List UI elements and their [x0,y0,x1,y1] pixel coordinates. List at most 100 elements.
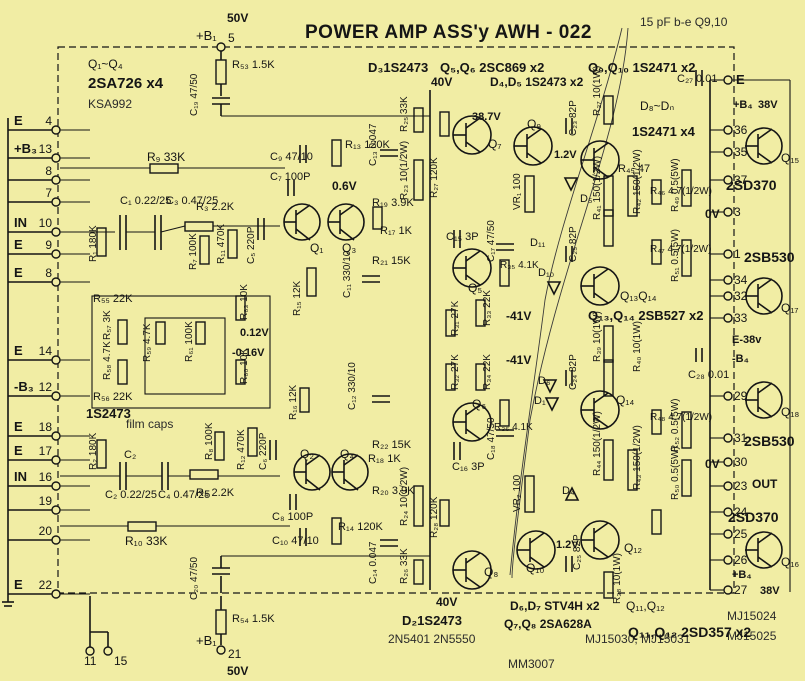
resistor-r44 [603,439,614,481]
resistor-r46 [651,179,662,205]
label-r33: R₃₃ 22K [482,290,493,326]
label-vr1: VR₁ 100 [512,173,523,210]
left-pin-number: 17 [39,444,53,458]
terminal-left-7 [51,197,61,207]
label-r40: R₄₀ 10(1W) [632,321,643,372]
terminal-right-31 [723,433,733,443]
label-c4: C₄ 0.47/25 [158,489,210,501]
page-title: POWER AMP ASS'y AWH - 022 [305,22,592,43]
right-pin-number: 31 [734,431,748,445]
label-c18: C₁₈ 47/50 [486,417,497,460]
label-r9: R₉ 33K [147,150,185,164]
resistor-r59 [155,321,166,345]
left-pin-number: 4 [45,114,52,128]
label-c6: C₆ 220P [258,432,269,470]
label-sb527: Q₁₃,Q₁₄ 2SB527 x2 [588,308,703,323]
label-b4-pos: +B₄ [733,99,753,111]
resistor-r37 [603,95,614,125]
label-q1q4: Q₁~Q₄ [88,57,123,71]
label-r12: R₁₂ 470K [236,429,247,470]
label-r18: R₁₈ 1K [368,453,401,465]
label-r60: R₆₀ 10K [239,348,250,384]
left-pin-number: 18 [39,420,53,434]
rail-b1-top-pin: 5 [228,31,235,45]
label-r7: R₇ 100K [188,233,199,270]
resistor-r42 [627,175,638,217]
mm3007-note: MM3007 [508,657,555,671]
label-r43: R₄₃ 150(1/2W) [632,425,643,490]
label-q5q6: Q₅,Q₆ 2SC869 x2 [440,60,544,75]
label-r11: R₁₁ 470K [216,224,227,264]
label-r3: R₃ 2.2K [196,201,235,213]
resistor-r48 [651,409,662,435]
diode-d1 [544,397,560,412]
label-r28: R₂₈ 120K [429,496,440,538]
terminal-left-17 [51,455,61,465]
terminal-right-29 [723,391,733,401]
label-r27: R₂₇ 120K [429,157,440,198]
resistor-r51 [681,239,692,277]
cap-note: 15 pF b-e Q9,10 [640,15,728,29]
label-r39: R₃₉ 10(1W) [592,311,603,362]
label-r41: R₄₁ 150(1/2W) [592,156,603,220]
label-q10: Q₁₀ [526,561,544,575]
left-pin-label: E [14,443,23,458]
label-r56: R₅₆ 22K [93,391,133,403]
label-r20: R₂₀ 3.9K [372,485,415,497]
label-c8: C₈ 100P [272,511,313,523]
label-c10: C₁₀ 47/10 [272,535,319,547]
label-r42: R₄₂ 150(1/2W) [632,149,643,214]
resistor-r49 [681,169,692,207]
left-pin-number: 19 [39,494,53,508]
label-r4: R₄ 2.2K [196,487,235,499]
left-pin-number: 13 [39,142,53,156]
diode-d10 [546,281,562,296]
terminal-left-18 [51,431,61,441]
label-is2473-mid: 1S2473 [86,406,131,421]
label-vr2: VR₂ 100 [512,474,523,512]
label-r24: R₂₄ 10(1/2W) [399,467,410,526]
label-r47: R₄₇ 4.7(1/2W) [650,244,711,255]
right-pin-number: 30 [734,455,748,469]
label-c27: C₂₇ 0.01 [677,73,717,85]
label-d8dn: D₈~Dₙ [640,99,674,113]
resistor-r63 [235,295,246,321]
right-pin-number: 35 [734,145,748,159]
resistor-r4 [189,469,219,480]
right-pin-number: 29 [734,389,748,403]
terminal-right-30 [723,457,733,467]
resistor-r32 [445,363,456,391]
label-c24: C₂₄ 82P [568,354,579,390]
right-pin-number: 34 [734,273,748,287]
right-pin-number: 24 [734,505,748,519]
label-c28: C₂₈ 0.01 [688,369,729,381]
resistor-r16 [299,387,310,413]
label-r37: R₃₇ 10(1W) [592,66,603,116]
right-pin-number: 37 [734,173,748,187]
label-r19: R₁₉ 3.9K [372,197,414,209]
terminal-left-22 [51,589,61,599]
left-pin-label: E [14,237,23,252]
label-c15: C₁₅ 3P [446,231,479,243]
resistor-r58 [117,359,128,385]
resistor-r14 [331,517,342,545]
pin-15-label: 15 [114,654,128,668]
terminal-left-8 [51,277,61,287]
label-q8: Q₈ [484,565,498,579]
left-pin-label: -B₃ [14,379,34,394]
rail-b1-bottom: +B₁ [196,633,217,648]
label-r45: R₄₅ 47 [618,163,650,175]
left-pin-number: 8 [45,266,52,280]
label-r31: R₃₁ 27K [450,300,461,336]
label-q9q10: Q₉,Q₁₀ 1S2471 x2 [588,60,695,75]
label-sb530-bot: 2SB530 [744,433,795,449]
terminal-right-3 [723,207,733,217]
label-c17: C₁₇ 47/50 [486,220,497,262]
label-v12-top: 1.2V [554,149,577,161]
rail-b1-top-voltage: 50V [227,11,248,25]
label-r48: R₄₈ 4.7(1/2W) [650,412,712,423]
terminal-right-1 [723,249,733,259]
label-b4-bot-v: 38V [760,585,780,597]
